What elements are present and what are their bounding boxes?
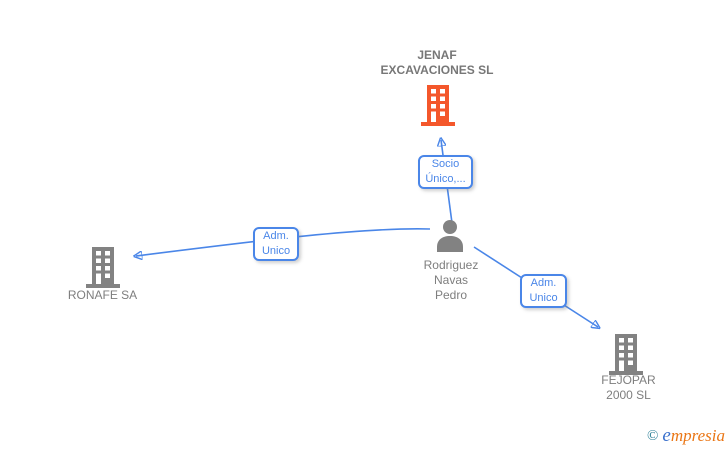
building-icon[interactable]: [609, 334, 643, 381]
edge-label-socio-unico[interactable]: Socio Único,...: [418, 155, 473, 189]
copyright-icon: ©: [647, 427, 659, 444]
empresia-logo: empresia: [662, 425, 725, 447]
node-label-rodriguez-navas-pedro[interactable]: Rodriguez Navas Pedro: [423, 258, 479, 302]
edge-label-adm-unico-left[interactable]: Adm. Unico: [253, 227, 299, 261]
building-icon[interactable]: [86, 247, 120, 294]
empresia-watermark: © empresia: [647, 425, 725, 447]
node-label-ronafe-sa[interactable]: RONAFE SA: [67, 288, 138, 302]
building-icon[interactable]: [421, 85, 455, 132]
person-icon[interactable]: [436, 220, 464, 257]
node-label-jenaf-excavaciones[interactable]: JENAF EXCAVACIONES SL: [380, 48, 494, 77]
edge-label-adm-unico-right[interactable]: Adm. Unico: [520, 274, 567, 308]
edge-adm-unico-left-line: [136, 228, 431, 256]
node-label-fejopar-2000-sl[interactable]: FEJOPAR 2000 SL: [601, 373, 656, 402]
logo-initial: e: [662, 425, 671, 446]
logo-rest: mpresia: [670, 426, 725, 445]
